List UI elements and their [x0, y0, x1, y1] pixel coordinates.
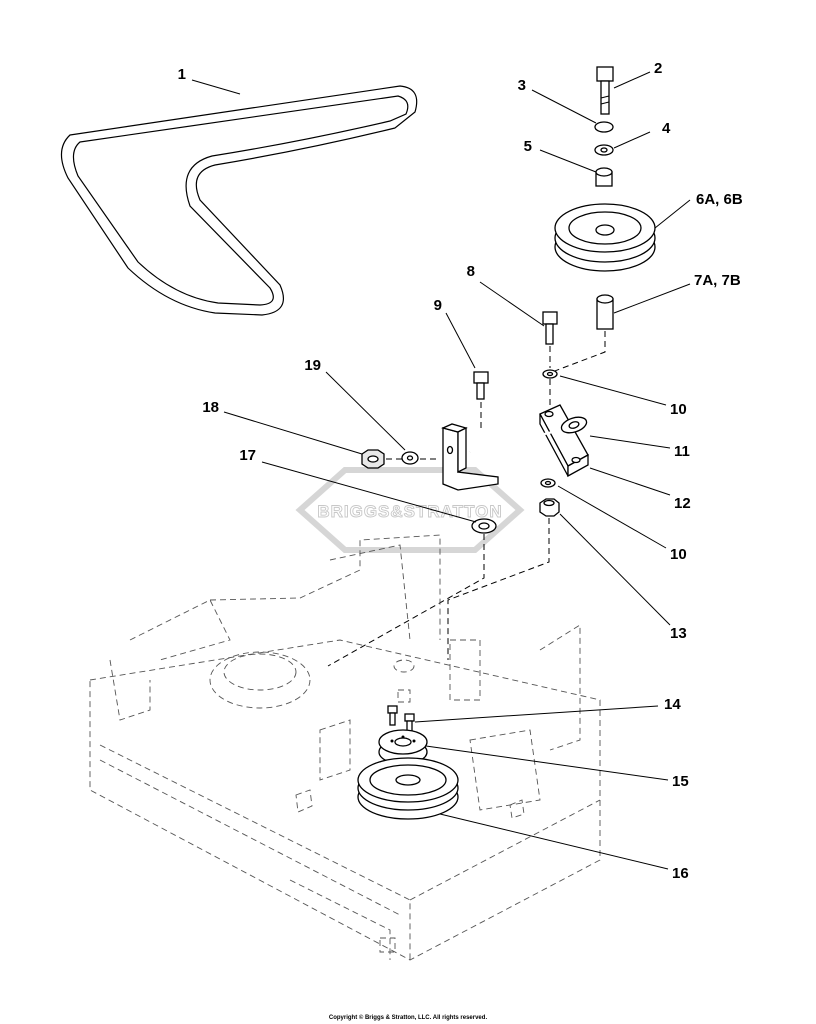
copyright-notice: Copyright © Briggs & Stratton, LLC. All …: [329, 1014, 488, 1021]
callout-12: 12: [674, 495, 691, 512]
drive-belt: [60, 85, 418, 316]
callout-11: 11: [674, 443, 690, 460]
part-8-bolt: [542, 311, 558, 345]
leader-lines: [191, 71, 691, 870]
part-9-bolt: [473, 371, 489, 400]
part-18-lock-nut: [361, 449, 385, 469]
callout-16: 16: [672, 865, 689, 882]
callout-4: 4: [662, 120, 671, 137]
part-14-bolts: [387, 705, 415, 734]
part-13-nut: [539, 498, 560, 517]
callout-10-upper: 10: [670, 401, 687, 418]
part-3-lock-washer: [594, 121, 614, 133]
part-16-drive-pulley: [357, 757, 459, 820]
callout-17: 17: [239, 447, 256, 464]
callout-5: 5: [524, 138, 532, 155]
part-5-spacer: [595, 167, 613, 187]
callout-10-lower: 10: [670, 546, 687, 563]
mower-deck-phantom: [89, 534, 601, 961]
callout-18: 18: [202, 399, 219, 416]
callout-9: 9: [434, 297, 442, 314]
part-2-bolt: [596, 66, 614, 115]
callout-19: 19: [304, 357, 321, 374]
part-11-eye-bolt: [469, 416, 588, 454]
callout-13: 13: [670, 625, 687, 642]
watermark-text: BRIGGS&STRATTON: [317, 502, 502, 521]
callout-6a-6b: 6A, 6B: [696, 191, 743, 208]
part-7-bushing: [596, 294, 614, 330]
part-17-flange-bushing: [471, 518, 497, 534]
callout-8: 8: [467, 263, 475, 280]
callout-3: 3: [518, 77, 526, 94]
callout-15: 15: [672, 773, 689, 790]
callout-1: 1: [178, 66, 186, 83]
part-17-bracket: [441, 423, 499, 491]
callout-14: 14: [664, 696, 681, 713]
part-6-idler-pulley: [554, 203, 656, 272]
callout-labels: 1 2 3 4 5 6A, 6B 7A, 7B 8 9 10 11 12 10 …: [178, 60, 743, 882]
part-19-washer: [401, 451, 419, 465]
part-10-upper-washer: [542, 369, 558, 379]
part-10-lower-washer: [540, 478, 556, 488]
part-12-idler-arm: [539, 404, 589, 478]
part-4-washer: [594, 144, 614, 156]
callout-7a-7b: 7A, 7B: [694, 272, 741, 289]
callout-2: 2: [654, 60, 662, 77]
